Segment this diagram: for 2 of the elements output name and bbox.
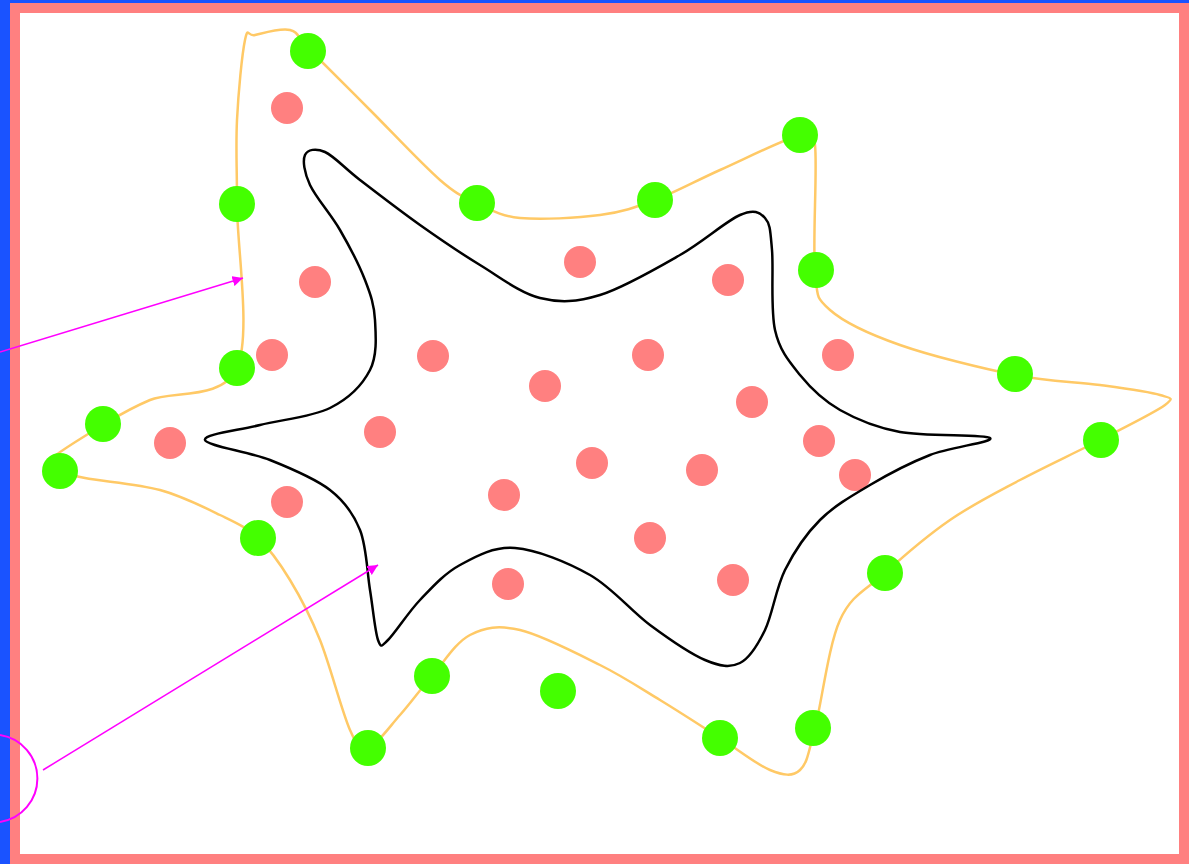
leader-line [0,276,244,353]
leader-line [42,564,379,771]
